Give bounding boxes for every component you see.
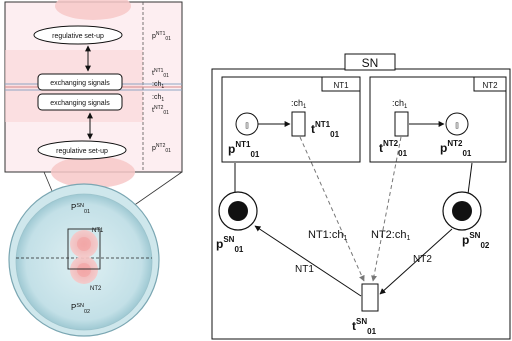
top-setup-box bbox=[33, 25, 123, 45]
sn-title-box bbox=[344, 53, 396, 71]
arc-p-sn02-to-t-sn01 bbox=[379, 228, 453, 295]
nt2-title-box bbox=[473, 76, 507, 92]
link-p-nt2-to-p-sn02 bbox=[467, 162, 473, 195]
arc-nt2-ch1-label: NT2:ch1 bbox=[371, 229, 410, 242]
nucleus-nt2 bbox=[77, 263, 91, 277]
arc-t-sn01-to-p-sn01 bbox=[254, 225, 362, 297]
arc-nt1-ch1-label: NT1:ch1 bbox=[308, 229, 347, 242]
label-p-nt1: pNT101 bbox=[228, 140, 260, 159]
label-p-sn01: pSN01 bbox=[216, 235, 244, 254]
arc-right-label: NT2 bbox=[413, 254, 432, 265]
label-t-sn01: tSN01 bbox=[352, 317, 377, 336]
sn-title: SN bbox=[362, 56, 379, 70]
token-right: [] bbox=[455, 123, 459, 129]
label-t-nt1: tNT101 bbox=[311, 120, 340, 139]
token-p-sn01 bbox=[228, 201, 248, 221]
label-p-sn02: pSN02 bbox=[462, 231, 490, 250]
ch1-left-label: :ch1 bbox=[291, 98, 307, 110]
petri-dish: NT1 NT2 PSN01 PSN02 bbox=[8, 183, 160, 337]
dish-label-p-sn02: PSN02 bbox=[71, 303, 90, 315]
dashed-arc-t-nt2 bbox=[371, 136, 402, 282]
transition-t-nt1 bbox=[291, 111, 306, 137]
cell-top-shape bbox=[55, 0, 131, 20]
arc-left-label: NT1 bbox=[295, 264, 314, 275]
zoom-label-p-nt1: pNT101 bbox=[152, 31, 171, 42]
token-left: [] bbox=[245, 123, 249, 129]
dashed-arc-t-nt1 bbox=[299, 136, 365, 282]
bottom-setup-label: regulative set-up bbox=[56, 148, 108, 155]
signal-box-1 bbox=[37, 73, 123, 91]
token-p-sn02 bbox=[452, 201, 472, 221]
nt1-title: NT1 bbox=[333, 81, 349, 90]
zoom-panel: regulative set-up exchanging signals exc… bbox=[4, 0, 183, 188]
label-p-nt2: pNT201 bbox=[440, 139, 472, 158]
nucleus-nt1 bbox=[77, 237, 91, 251]
signal-box-2 bbox=[37, 93, 123, 111]
zoom-label-ch1-b: :ch1 bbox=[152, 94, 164, 103]
petri-net: SN NT1 NT2 [] :ch1 tNT101 pNT101 :ch1 []… bbox=[211, 53, 511, 340]
nt2-title: NT2 bbox=[482, 81, 498, 90]
zoom-label-p-nt2: pNT201 bbox=[152, 143, 171, 154]
transition-t-nt2 bbox=[394, 111, 409, 137]
nt1-title-box bbox=[321, 76, 361, 92]
top-setup-label: regulative set-up bbox=[52, 33, 104, 40]
transition-t-sn01 bbox=[361, 283, 379, 312]
dish-label-nt1: NT1 bbox=[92, 228, 104, 234]
cell-bottom-shape bbox=[51, 156, 135, 188]
zoom-label-t-nt1: tNT101 bbox=[152, 68, 169, 79]
place-p-nt2 bbox=[445, 112, 469, 136]
bottom-setup-box bbox=[37, 140, 127, 160]
signal-box-1-label: exchanging signals bbox=[50, 80, 110, 87]
zoom-label-ch1-a: :ch1 bbox=[152, 81, 164, 90]
signal-box-2-label: exchanging signals bbox=[50, 100, 110, 107]
label-t-nt2: tNT201 bbox=[379, 139, 408, 158]
dish-label-nt2: NT2 bbox=[90, 286, 102, 292]
ch1-right-label: :ch1 bbox=[392, 98, 408, 110]
zoom-rect bbox=[67, 228, 101, 270]
dish-label-p-sn01: PSN01 bbox=[71, 203, 90, 215]
zoom-label-t-nt2: tNT201 bbox=[152, 105, 169, 116]
